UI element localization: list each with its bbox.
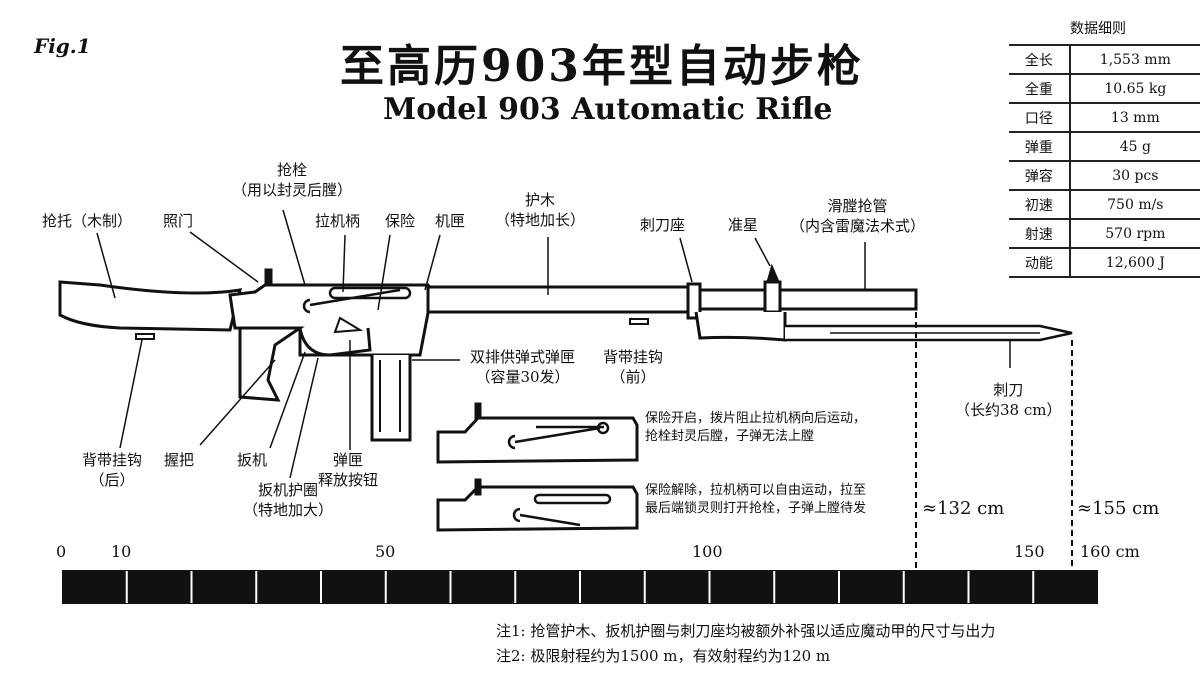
label-trigger: 扳机 (237, 451, 268, 469)
ruler-division (320, 571, 322, 603)
spec-key: 全长 (1009, 44, 1071, 75)
spec-value: 750 m/s (1069, 189, 1200, 220)
spec-key: 弹重 (1009, 131, 1071, 162)
label-bayonet: 刺刀（长约38 cm） (955, 381, 1062, 420)
figure-label: Fig.1 (34, 34, 91, 58)
rear-sight (264, 268, 273, 287)
bayonet-length: ≈155 cm (1077, 498, 1160, 519)
ruler-division (773, 571, 776, 603)
spec-key: 动能 (1009, 247, 1071, 278)
safety-on-text: 保险开启，拨片阻止拉机柄向后运动，抢栓封灵后膛，子弹无法上膛 (645, 411, 867, 444)
rear-sling-hook (135, 333, 155, 340)
ruler-division (1032, 571, 1035, 603)
magazine (370, 355, 412, 442)
spec-key: 射速 (1009, 218, 1071, 249)
ruler-division (579, 571, 581, 603)
title-chinese: 至高历903年型自动步枪 (340, 41, 864, 92)
spec-value: 30 pcs (1069, 160, 1200, 191)
note-1: 注1: 抢管护木、扳机护圈与刺刀座均被额外补强以适应魔动甲的尺寸与出力 (496, 622, 996, 640)
label-safety: 保险 (385, 212, 416, 230)
spec-value: 10.65 kg (1069, 73, 1200, 104)
ruler-division (449, 571, 452, 603)
label-stock: 抢托（木制） (42, 212, 133, 230)
title-english: Model 903 Automatic Rifle (383, 92, 833, 127)
spec-value: 13 mm (1069, 102, 1200, 133)
label-trigger-guard: 扳机护圈（特地加大） (243, 481, 334, 520)
spec-value: 45 g (1069, 131, 1200, 162)
barrel (688, 288, 918, 311)
ruler-division (643, 571, 646, 603)
label-bolt: 抢栓（用以封灵后膛） (232, 161, 353, 200)
ruler-division (190, 571, 193, 603)
safety-lever (333, 316, 364, 334)
safety-off-text: 保险解除，拉机柄可以自由运动，拉至最后端锁灵则打开抢栓，子弹上膛待发 (645, 483, 867, 516)
label-bayonet-mount: 刺刀座 (640, 216, 686, 234)
spec-key: 弹容 (1009, 160, 1071, 191)
charging-slot (328, 286, 412, 300)
ruler-division (125, 571, 128, 603)
ruler-tick-150: 150 (1014, 542, 1045, 561)
safety-on-inset (436, 402, 639, 464)
rifle-length: ≈132 cm (922, 498, 1005, 519)
ruler-division (255, 571, 258, 603)
ruler-tick-0: 0 (56, 542, 67, 561)
spec-value: 570 rpm (1069, 218, 1200, 249)
bayonet-handle (694, 311, 787, 342)
label-front-sight: 准星 (728, 216, 759, 234)
front-sight-base (763, 280, 782, 314)
front-sling-hook (629, 318, 649, 325)
leader-lines (96, 209, 1011, 479)
ruler-tick-50: 50 (375, 542, 396, 561)
ruler-division (708, 571, 711, 603)
ruler-division (514, 571, 517, 603)
label-front-sling-hook: 背带挂钩（前） (603, 348, 664, 387)
ruler-tick-160: 160 cm (1080, 542, 1140, 561)
stock (58, 280, 243, 332)
spec-key: 口径 (1009, 102, 1071, 133)
label-charging-handle: 拉机柄 (315, 212, 361, 230)
spec-table-title: 数据细则 (1070, 21, 1126, 37)
spec-value: 12,600 J (1069, 247, 1200, 278)
label-mag-release: 弹匣释放按钮 (318, 451, 379, 490)
label-magazine: 双排供弹式弹匣（容量30发） (470, 348, 576, 387)
label-barrel: 滑膛抢管（内含雷魔法术式） (790, 197, 926, 236)
label-rear-sight: 照门 (163, 212, 194, 230)
ruler-division (902, 571, 905, 603)
ruler-division (967, 571, 970, 603)
ruler-division (838, 571, 840, 603)
ruler-tick-100: 100 (692, 542, 723, 561)
bayonet-mount (686, 282, 702, 320)
ruler-division (384, 571, 387, 603)
trigger-guard (298, 327, 372, 357)
front-sight (766, 263, 780, 283)
handguard (426, 285, 692, 314)
spec-key: 全重 (1009, 73, 1071, 104)
label-handguard: 护木（特地加长） (495, 191, 586, 230)
spec-key: 初速 (1009, 189, 1071, 220)
ruler-tick-10: 10 (111, 542, 132, 561)
note-2: 注2: 极限射程约为1500 m，有效射程约为120 m (496, 647, 831, 665)
safety-off-inset (436, 478, 639, 532)
label-rear-sling-hook: 背带挂钩（后） (82, 451, 143, 490)
label-receiver: 机匣 (435, 212, 466, 230)
label-grip: 握把 (164, 451, 195, 469)
ruler (62, 570, 1098, 604)
spec-value: 1,553 mm (1069, 44, 1200, 75)
